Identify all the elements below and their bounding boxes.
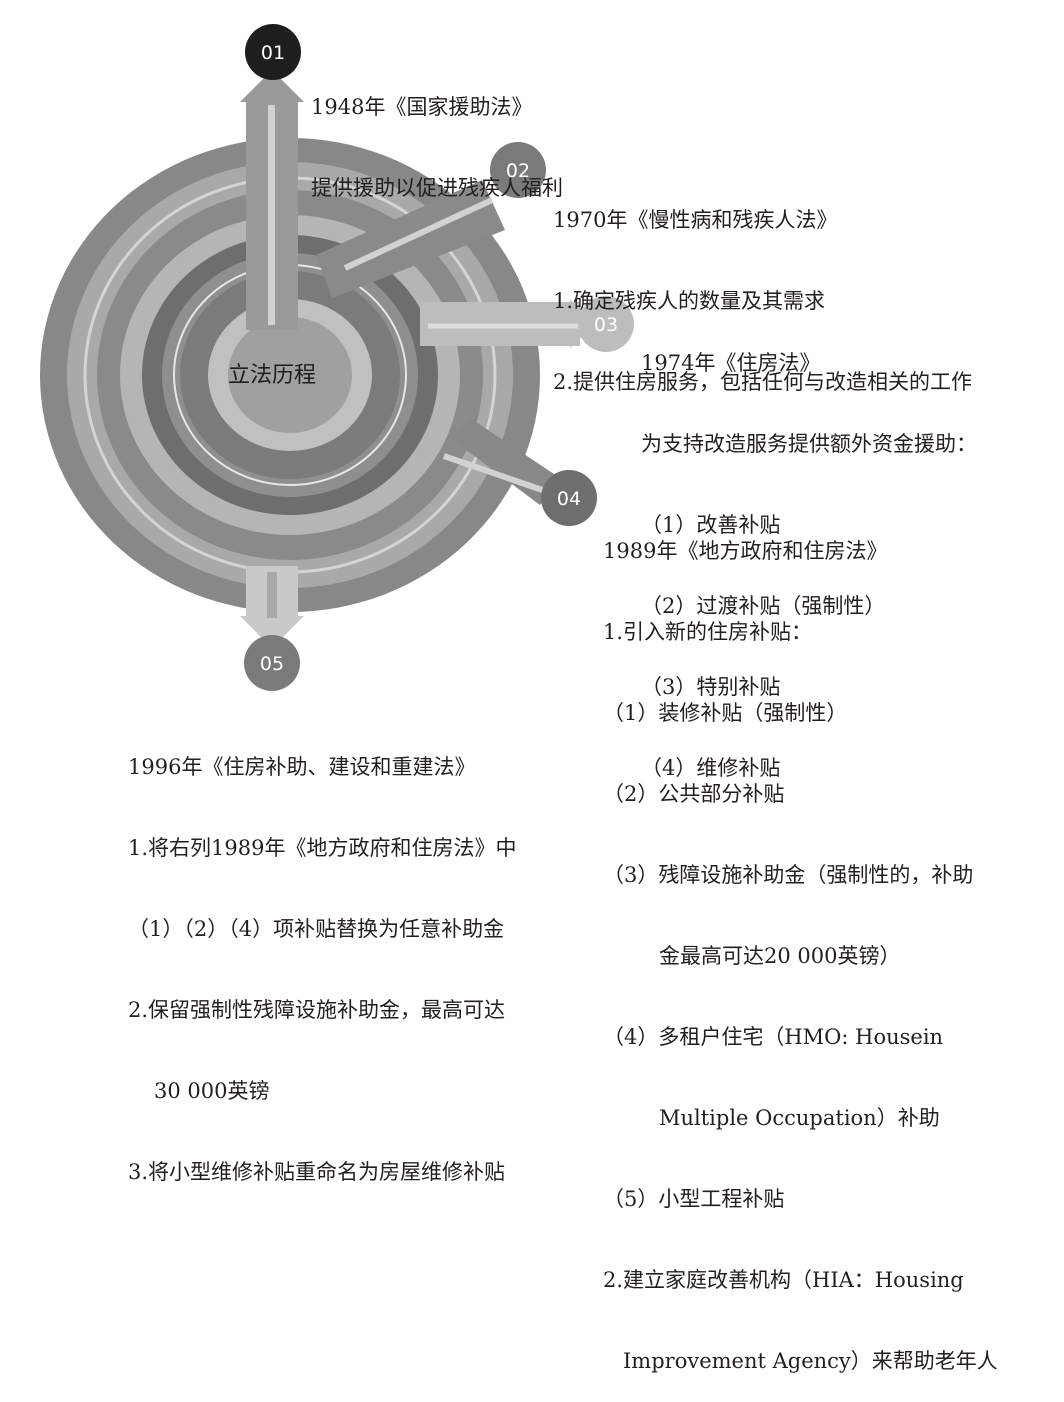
milestone-line: 2.建立家庭改善机构（HIA：Housing [603,1268,964,1292]
arm-02 [316,180,505,298]
concentric-rings [40,138,540,612]
milestone-line: 3.将小型维修补贴重命名为房屋维修补贴 [128,1160,506,1184]
milestone-text-01: 1948年《国家援助法》 提供援助以促进残疾人福利 [311,40,563,229]
milestone-line: 30 000英镑 [154,1079,270,1103]
milestone-line: 2.保留强制性残障设施补助金，最高可达 [128,998,506,1022]
milestone-marker-05: 05 [244,635,300,691]
milestone-marker-03: 03 [578,296,634,352]
milestone-line: （2）过渡补贴（强制性） [641,594,886,618]
milestone-line: 2.提供住房服务，包括任何与改造相关的工作 [553,370,973,394]
milestone-line: 金最高可达20 000英镑） [659,944,901,968]
milestone-line: （4）多租户住宅（HMO: Housein [603,1025,944,1049]
milestone-marker-01: 01 [245,24,301,80]
svg-text:04: 04 [557,488,581,510]
milestone-title: 1989年《地方政府和住房法》 [603,539,888,563]
milestone-line: 为支持改造服务提供额外资金援助： [641,432,977,456]
svg-text:05: 05 [260,653,284,675]
milestone-title: 1996年《住房补助、建设和重建法》 [128,755,476,779]
milestone-line: （2）公共部分补贴 [603,782,785,806]
milestone-line: （3）残障设施补助金（强制性的，补助 [603,863,974,887]
timeline-diagram: 01 02 03 04 05 立法历程 [40,24,634,691]
milestone-text-02: 1970年《慢性病和残疾人法》 1.确定残疾人的数量及其需求 2.提供住房服务，… [553,153,972,423]
milestone-line: （1）装修补贴（强制性） [603,701,848,725]
milestone-line: （3）特别补贴 [641,675,781,699]
milestone-marker-04: 04 [541,470,597,526]
milestone-line: 1.将右列1989年《地方政府和住房法》中 [128,836,517,860]
milestone-line: Improvement Agency）来帮助老年人 [623,1349,998,1373]
arm-01 [240,70,304,330]
milestone-marker-02: 02 [490,142,546,198]
milestone-line: （1）（2）（4）项补贴替换为任意补助金 [128,917,505,941]
milestone-text-04: 1989年《地方政府和住房法》 1.引入新的住房补贴： （1）装修补贴（强制性）… [603,484,998,1402]
svg-text:02: 02 [506,160,530,182]
center-label: 立法历程 [228,363,316,388]
milestone-line: （4）维修补贴 [641,756,781,780]
arm-05 [240,566,304,648]
milestone-text-03: 1974年《住房法》 为支持改造服务提供额外资金援助： （1）改善补贴 （2）过… [641,296,977,809]
milestone-text-05: 1996年《住房补助、建设和重建法》 1.将右列1989年《地方政府和住房法》中… [128,700,516,1213]
milestone-line: （1）改善补贴 [641,513,781,537]
svg-text:01: 01 [261,42,285,64]
milestone-line: Multiple Occupation）补助 [659,1106,940,1130]
arm-04 [443,418,560,505]
milestone-title: 1948年《国家援助法》 [311,95,533,119]
milestone-title: 1974年《住房法》 [641,351,821,375]
svg-text:03: 03 [594,314,618,336]
milestone-line: 提供援助以促进残疾人福利 [311,176,563,200]
milestone-line: 1.确定残疾人的数量及其需求 [553,289,826,313]
milestone-line: （5）小型工程补贴 [603,1187,785,1211]
arm-03 [420,300,596,348]
milestone-line: 1.引入新的住房补贴： [603,620,813,644]
milestone-title: 1970年《慢性病和残疾人法》 [553,208,838,232]
